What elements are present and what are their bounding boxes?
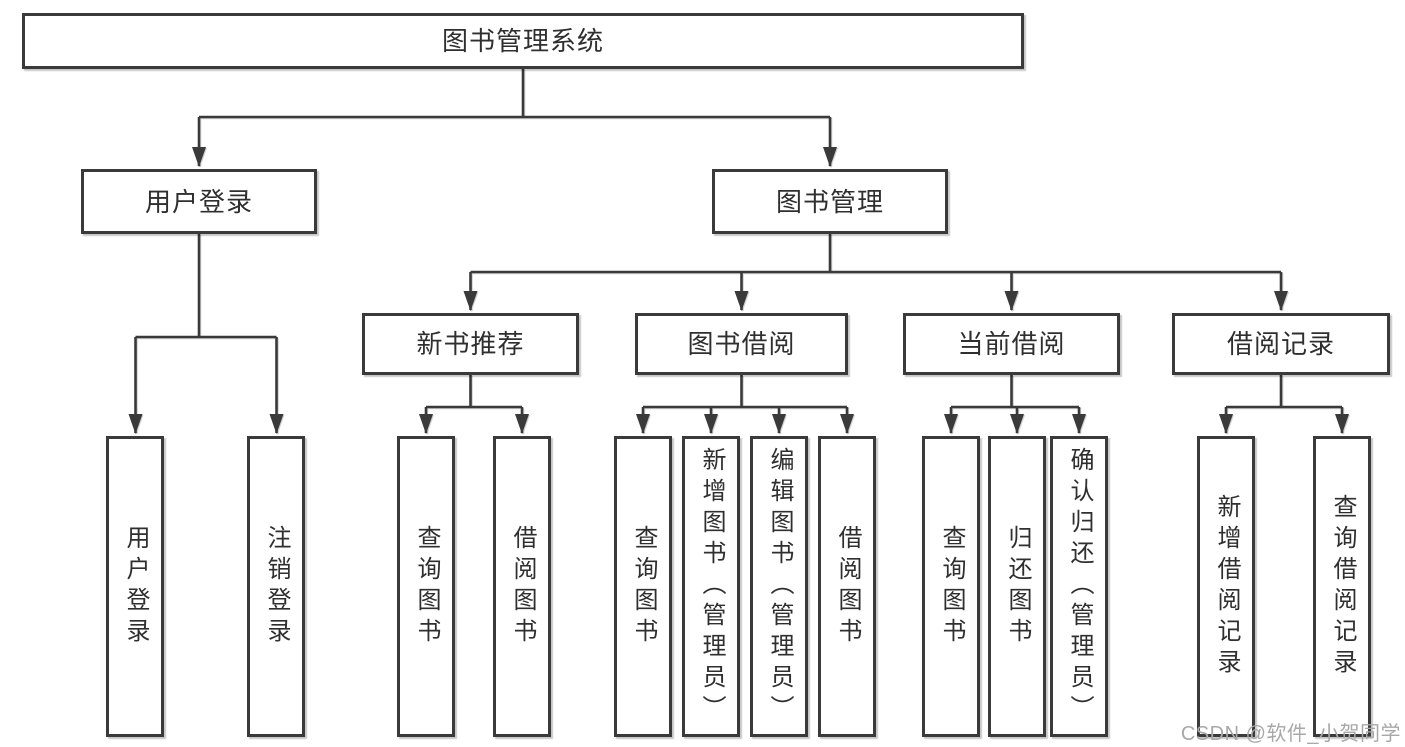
leaf-edit-book-admin: 编辑图书（管理员） [750, 436, 808, 737]
leaf-user-login: 用户登录 [106, 436, 164, 737]
leaf-query-books-borrow-label: 查询图书 [630, 524, 657, 649]
node-new-book-recommend-label: 新书推荐 [416, 329, 525, 359]
node-user-login: 用户登录 [81, 169, 317, 234]
leaf-borrow-books-recommend: 借阅图书 [493, 436, 551, 737]
leaf-query-books-recommend-label: 查询图书 [413, 524, 440, 649]
node-user-login-label: 用户登录 [144, 186, 253, 217]
node-book-management-label: 图书管理 [775, 186, 884, 217]
leaf-add-book-admin-label: 新增图书（管理员） [698, 447, 725, 726]
root-node-label: 图书管理系统 [441, 26, 604, 56]
node-book-borrow: 图书借阅 [635, 313, 848, 375]
leaf-add-borrow-record-label: 新增借阅记录 [1213, 493, 1240, 680]
leaf-confirm-return-admin-label: 确认归还（管理员） [1066, 447, 1093, 726]
node-current-borrow-label: 当前借阅 [957, 329, 1066, 359]
leaf-confirm-return-admin: 确认归还（管理员） [1050, 436, 1108, 737]
node-borrow-records-label: 借阅记录 [1226, 329, 1335, 359]
node-current-borrow: 当前借阅 [903, 313, 1120, 375]
csdn-watermark: CSDN @软件_小贺同学 [1180, 723, 1401, 745]
leaf-query-borrow-record-label: 查询借阅记录 [1329, 493, 1356, 680]
leaf-logout: 注销登录 [247, 436, 305, 737]
leaf-edit-book-admin-label: 编辑图书（管理员） [766, 447, 793, 726]
root-node-library-system: 图书管理系统 [22, 13, 1024, 69]
leaf-logout-label: 注销登录 [263, 524, 290, 649]
leaf-query-books-current: 查询图书 [922, 436, 980, 737]
leaf-borrow-books-recommend-label: 借阅图书 [509, 524, 536, 649]
leaf-borrow-books: 借阅图书 [818, 436, 876, 737]
leaf-query-books-borrow: 查询图书 [614, 436, 672, 737]
node-borrow-records: 借阅记录 [1172, 313, 1390, 375]
node-book-management: 图书管理 [712, 169, 948, 234]
leaf-return-book: 归还图书 [988, 436, 1046, 737]
node-new-book-recommend: 新书推荐 [362, 313, 579, 375]
node-book-borrow-label: 图书借阅 [687, 329, 796, 359]
leaf-return-book-label: 归还图书 [1004, 524, 1031, 649]
leaf-query-borrow-record: 查询借阅记录 [1313, 436, 1371, 737]
leaf-add-book-admin: 新增图书（管理员） [682, 436, 740, 737]
leaf-query-books-recommend: 查询图书 [397, 436, 455, 737]
leaf-user-login-label: 用户登录 [122, 524, 149, 649]
leaf-query-books-current-label: 查询图书 [938, 524, 965, 649]
leaf-borrow-books-label: 借阅图书 [834, 524, 861, 649]
leaf-add-borrow-record: 新增借阅记录 [1197, 436, 1255, 737]
